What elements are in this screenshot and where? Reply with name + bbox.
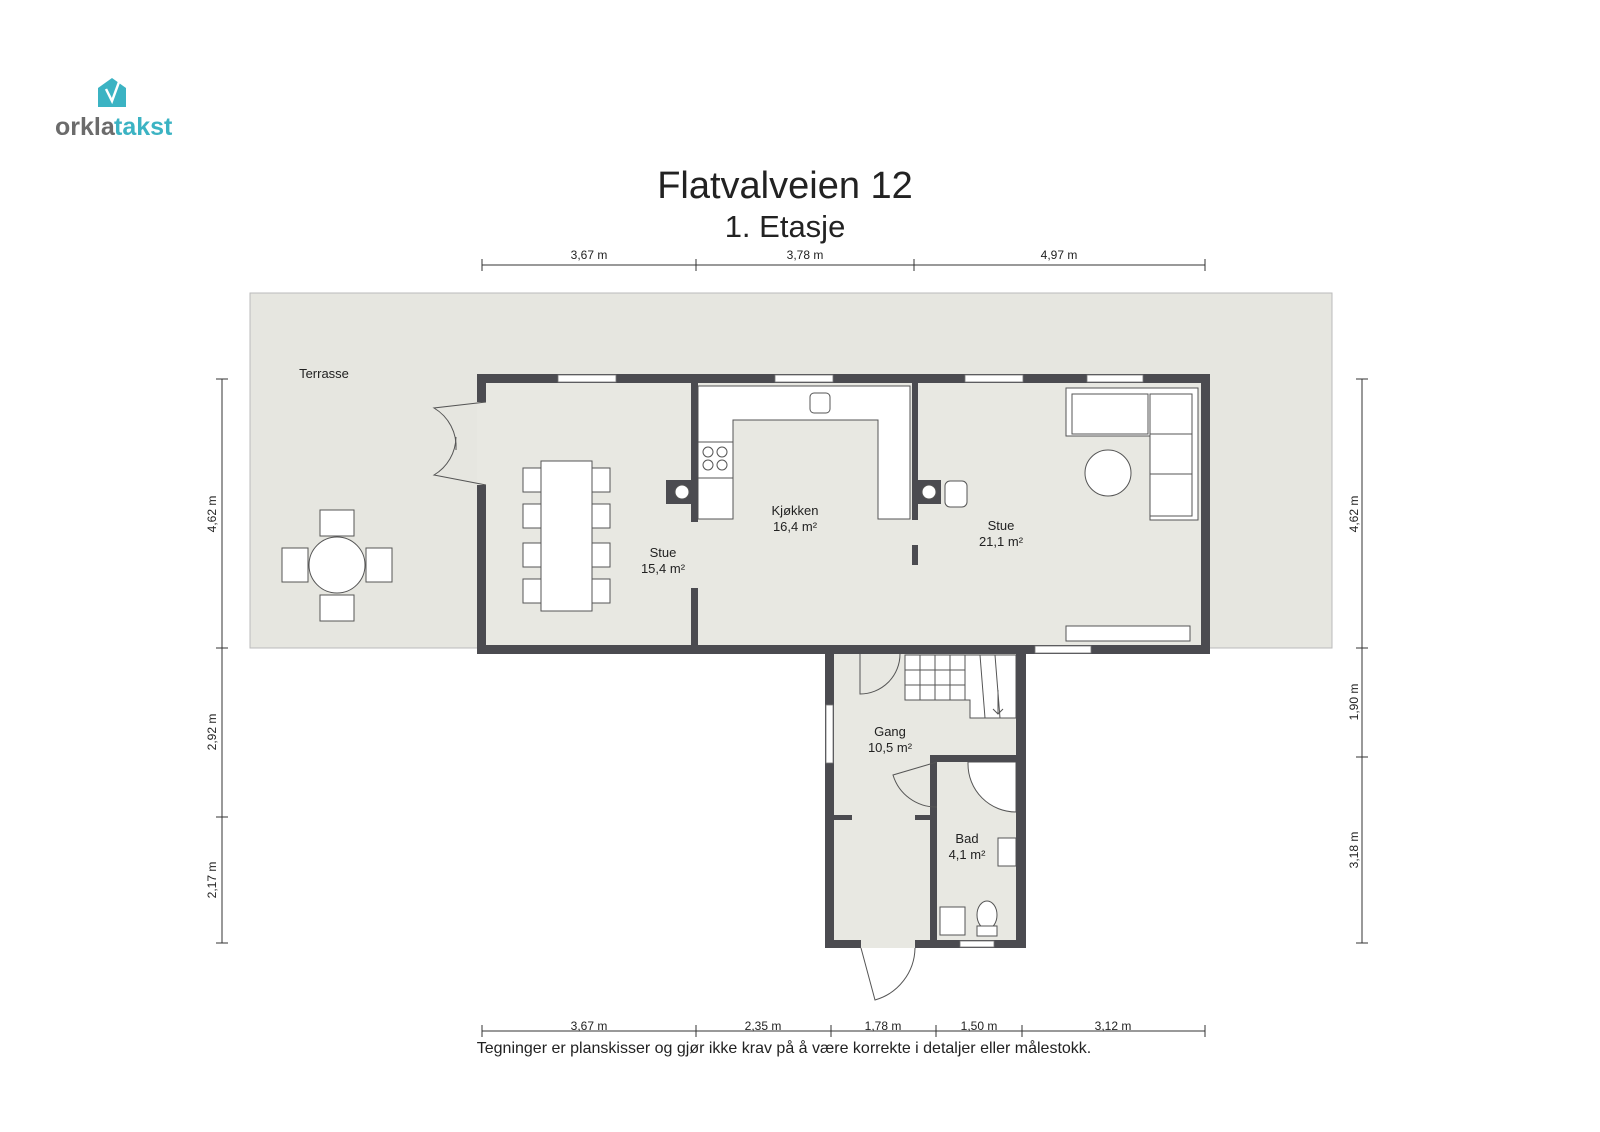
stove-icon	[698, 441, 733, 479]
room-area-kjokken: 16,4 m²	[773, 519, 818, 534]
dim-left-3: 2,17 m	[205, 862, 219, 899]
plan-subtitle: 1. Etasje	[725, 209, 846, 244]
dim-right-3: 3,18 m	[1347, 832, 1361, 869]
room-area-gang: 10,5 m²	[868, 740, 913, 755]
dim-right-1: 4,62 m	[1347, 496, 1361, 533]
dim-right-2: 1,90 m	[1347, 684, 1361, 721]
terrace-table-icon	[281, 509, 393, 622]
windows	[557, 374, 1144, 948]
walls	[477, 374, 1210, 948]
dim-top-3: 4,97 m	[1041, 248, 1078, 262]
kitchen-counter	[697, 385, 911, 520]
room-area-stue-1: 15,4 m²	[641, 561, 686, 576]
stove-fireplace-icon	[674, 484, 690, 500]
room-label-bad: Bad	[955, 831, 978, 846]
logo-text-dark: orkla	[55, 113, 116, 141]
disclaimer: Tegninger er planskisser og gjør ikke kr…	[477, 1039, 1091, 1057]
coffee-table-icon	[1084, 449, 1132, 497]
sofa-icon	[1065, 387, 1199, 521]
logo-text-accent: takst	[114, 113, 173, 141]
dim-bottom-5: 3,12 m	[1095, 1019, 1132, 1033]
room-label-stue-1: Stue	[650, 545, 677, 560]
room-area-stue-2: 21,1 m²	[979, 534, 1024, 549]
orkla-takst-logo: orkla takst	[55, 78, 173, 141]
toilet-icon	[976, 900, 998, 930]
chair-icon	[944, 480, 968, 508]
dim-bottom-3: 1,78 m	[865, 1019, 902, 1033]
room-label-stue-2: Stue	[988, 518, 1015, 533]
room-label-kjokken: Kjøkken	[772, 503, 819, 518]
dim-left-2: 2,92 m	[205, 714, 219, 751]
sink-icon	[809, 392, 831, 414]
fireplace-icon	[921, 484, 937, 500]
room-area-bad: 4,1 m²	[949, 847, 987, 862]
washbasin-icon	[997, 837, 1017, 867]
cabinet-icon	[939, 906, 966, 936]
dim-bottom-2: 2,35 m	[745, 1019, 782, 1033]
dim-bottom-1: 3,67 m	[571, 1019, 608, 1033]
dim-top-2: 3,78 m	[787, 248, 824, 262]
dimension-lines	[216, 259, 1368, 1037]
dim-top-1: 3,67 m	[571, 248, 608, 262]
shower-icon	[967, 761, 1017, 813]
room-label-gang: Gang	[874, 724, 906, 739]
dim-left-1: 4,62 m	[205, 496, 219, 533]
doors	[432, 401, 938, 1001]
plan-title: Flatvalveien 12	[657, 165, 913, 207]
dining-table-icon	[522, 460, 611, 612]
bench-icon	[1065, 625, 1191, 642]
room-label-terrasse: Terrasse	[299, 366, 349, 381]
dim-bottom-4: 1,50 m	[961, 1019, 998, 1033]
